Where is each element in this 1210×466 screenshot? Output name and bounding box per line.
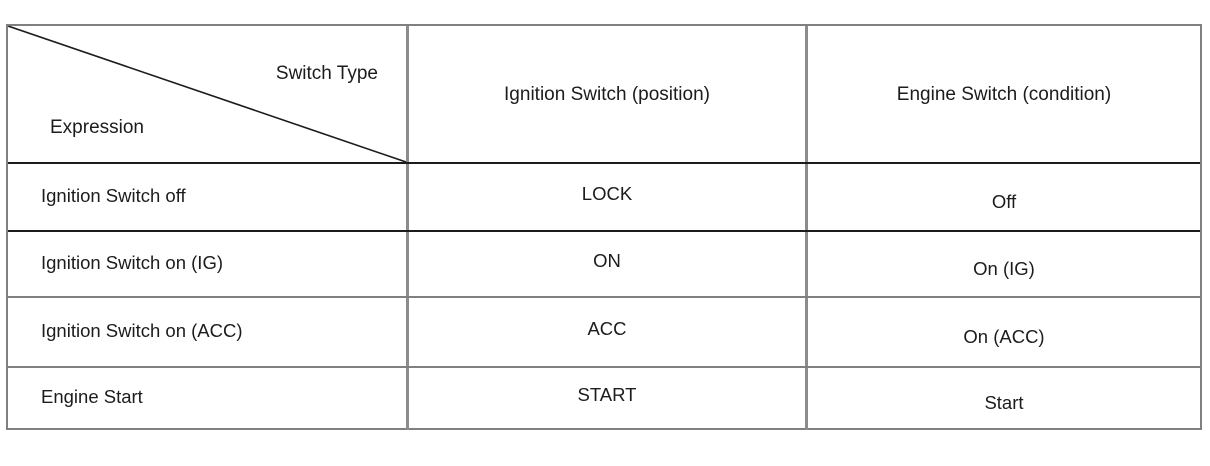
switch-type-expression-table: Switch Type Expression Ignition Switch (… (6, 24, 1202, 430)
cell-expression: Engine Start (8, 368, 406, 430)
ignition-switch-position-value: LOCK (581, 182, 633, 204)
cell-ignition-switch-position: LOCK (406, 164, 805, 232)
table-header-row: Switch Type Expression Ignition Switch (… (8, 26, 1200, 162)
table-row: Ignition Switch off LOCK Off (8, 162, 1200, 232)
expression-value: Ignition Switch off (41, 184, 186, 206)
header-cell-ignition-switch: Ignition Switch (position) (406, 26, 805, 162)
cell-expression: Ignition Switch on (ACC) (8, 298, 406, 368)
header-corner-cell: Switch Type Expression (8, 26, 406, 162)
cell-engine-switch-condition: Off (805, 164, 1200, 232)
engine-switch-condition-value: On (IG) (973, 257, 1035, 279)
header-engine-switch-label: Engine Switch (condition) (896, 83, 1112, 105)
engine-switch-condition-value: On (ACC) (963, 325, 1045, 347)
cell-ignition-switch-position: ON (406, 232, 805, 298)
cell-engine-switch-condition: On (ACC) (805, 298, 1200, 368)
table-row: Ignition Switch on (ACC) ACC On (ACC) (8, 296, 1200, 368)
cell-ignition-switch-position: START (406, 368, 805, 430)
cell-ignition-switch-position: ACC (406, 298, 805, 368)
diagonal-divider-line (8, 26, 406, 162)
cell-expression: Ignition Switch on (IG) (8, 232, 406, 298)
ignition-switch-position-value: START (577, 383, 637, 405)
expression-value: Ignition Switch on (ACC) (41, 319, 243, 341)
cell-engine-switch-condition: On (IG) (805, 232, 1200, 298)
header-cell-engine-switch: Engine Switch (condition) (805, 26, 1200, 162)
header-expression-label: Expression (50, 117, 144, 138)
expression-value: Ignition Switch on (IG) (41, 251, 223, 273)
header-switch-type-label: Switch Type (275, 63, 378, 84)
ignition-switch-position-value: ON (593, 249, 621, 271)
table-row: Engine Start START Start (8, 366, 1200, 430)
table-row: Ignition Switch on (IG) ON On (IG) (8, 230, 1200, 298)
engine-switch-condition-value: Off (991, 190, 1017, 212)
expression-value: Engine Start (41, 385, 143, 407)
cell-expression: Ignition Switch off (8, 164, 406, 232)
ignition-switch-position-value: ACC (587, 317, 627, 339)
engine-switch-condition-value: Start (984, 391, 1024, 413)
header-ignition-switch-label: Ignition Switch (position) (504, 83, 710, 105)
cell-engine-switch-condition: Start (805, 368, 1200, 430)
